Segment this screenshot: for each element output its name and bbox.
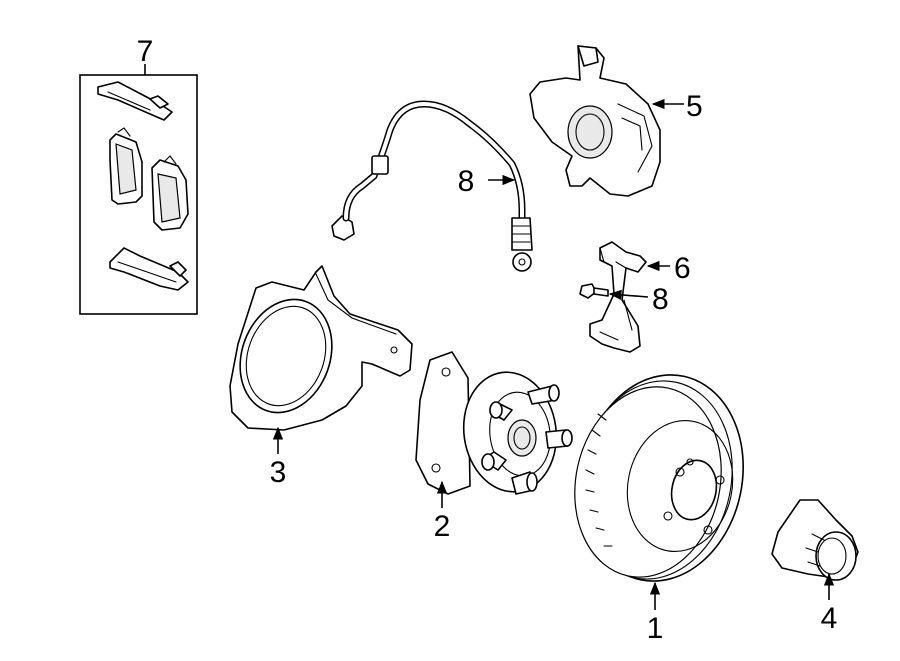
callout-8-hose: 8	[458, 165, 475, 198]
brake-pad-kit	[79, 64, 198, 315]
hose-bracket	[371, 155, 389, 175]
splash-shield	[229, 265, 413, 454]
wheel-studs	[481, 384, 573, 495]
brake-pad-outer	[151, 155, 189, 231]
callout-8-bolt: 8	[652, 283, 669, 316]
callout-6: 6	[674, 252, 691, 285]
brake-caliper	[529, 45, 684, 197]
brake-rotor	[574, 374, 744, 610]
callout-4: 4	[821, 602, 838, 635]
callout-2: 2	[434, 510, 451, 543]
pad-clip-bottom	[109, 247, 189, 291]
caliper-bolt	[579, 283, 649, 301]
leader-8b	[608, 289, 649, 301]
hub-dust-cap	[771, 499, 859, 600]
callout-1: 1	[647, 612, 664, 645]
brake-hose	[331, 100, 533, 272]
hub-bearing-assembly	[415, 351, 573, 508]
hose-banjo	[512, 252, 532, 272]
brake-pad-inner	[109, 127, 143, 205]
callout-7: 7	[137, 35, 154, 68]
pad-clip-top	[97, 81, 173, 121]
callout-3: 3	[270, 456, 287, 489]
callout-5: 5	[686, 90, 703, 123]
